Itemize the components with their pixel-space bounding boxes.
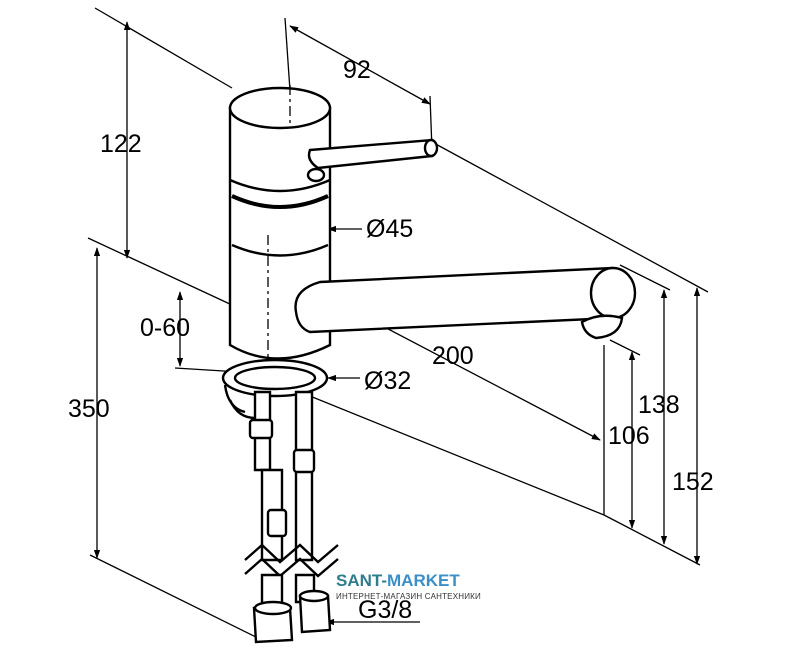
label-d45: Ø45 xyxy=(366,215,413,243)
label-200: 200 xyxy=(432,342,474,370)
mounting-base xyxy=(221,358,329,420)
lever-handle xyxy=(306,138,439,183)
watermark-brand-part1: SANT- xyxy=(336,571,387,590)
label-122: 122 xyxy=(100,130,142,158)
label-152: 152 xyxy=(672,468,714,496)
label-d32: Ø32 xyxy=(364,367,411,395)
dim-line-92 xyxy=(289,25,431,105)
label-g38: G3/8 xyxy=(358,596,412,624)
spout xyxy=(294,266,637,340)
label-138: 138 xyxy=(638,391,680,419)
watermark-tagline: ИНТЕРНЕТ-МАГАЗИН САНТЕХНИКИ xyxy=(336,592,481,601)
supply-hoses xyxy=(244,390,339,644)
watermark-brand: SANT-MARKET xyxy=(336,571,460,590)
label-106: 106 xyxy=(608,422,650,450)
dimension-labels: 122 92 Ø45 0-60 200 Ø32 350 106 138 152 … xyxy=(68,56,714,624)
label-350: 350 xyxy=(68,395,110,423)
watermark-brand-part2: MARKET xyxy=(387,571,460,590)
label-92: 92 xyxy=(343,56,371,84)
label-0-60: 0-60 xyxy=(140,314,190,342)
watermark: SANT-MARKET ИНТЕРНЕТ-МАГАЗИН САНТЕХНИКИ xyxy=(336,571,481,601)
